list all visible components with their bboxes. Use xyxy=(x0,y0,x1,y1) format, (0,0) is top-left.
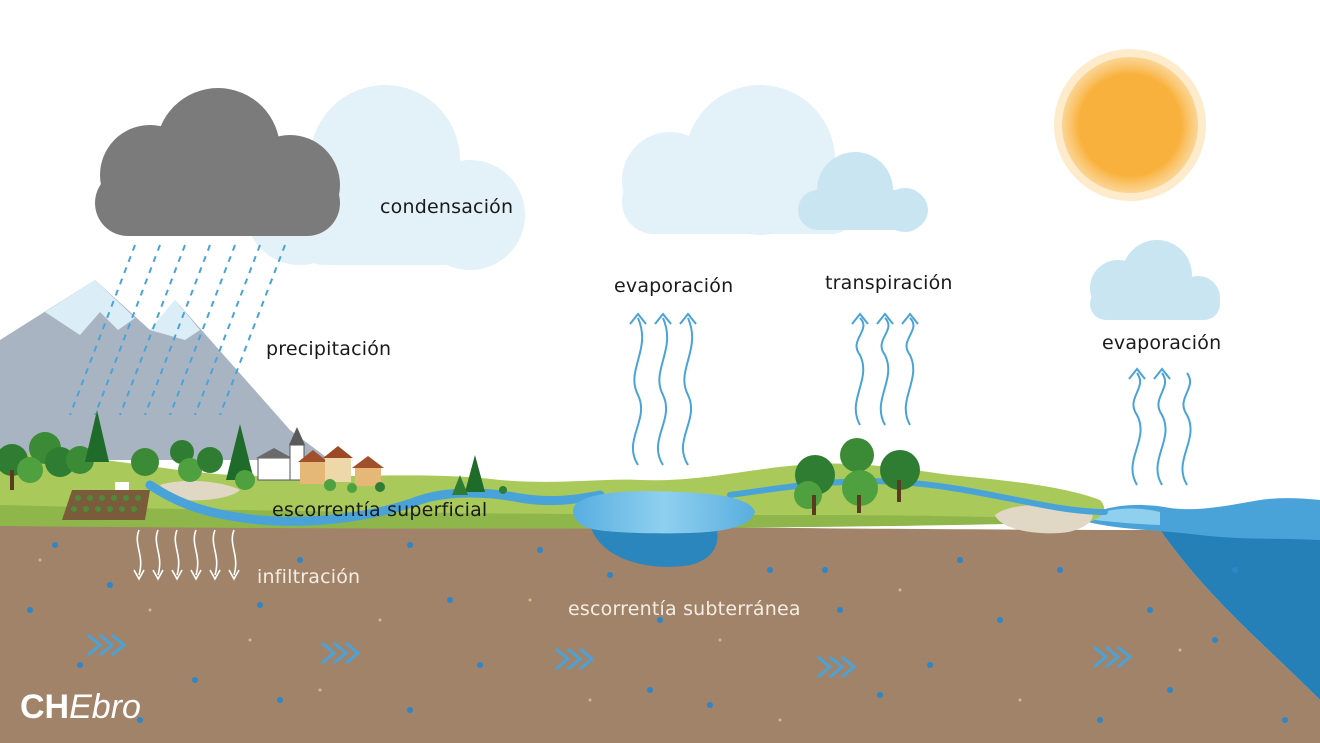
infiltration-label: infiltración xyxy=(257,566,361,588)
logo-part2: Ebro xyxy=(69,688,141,726)
lake xyxy=(573,491,755,534)
sea-surface xyxy=(1088,498,1320,540)
transpiration-arrows xyxy=(851,312,919,426)
evaporation-lake-label: evaporación xyxy=(614,275,734,297)
chebro-logo: CHEbro xyxy=(20,688,141,727)
soil-layer xyxy=(0,520,1320,743)
sea xyxy=(1095,500,1320,700)
precipitation-label: precipitación xyxy=(266,338,392,360)
trees-left xyxy=(0,410,255,490)
village xyxy=(256,427,385,493)
soil-particles xyxy=(27,542,1288,723)
condensation-label: condensación xyxy=(380,196,514,218)
barn xyxy=(257,457,291,481)
evaporation-sea-label: evaporación xyxy=(1102,332,1222,354)
rain-cloud xyxy=(95,88,340,236)
trees-right xyxy=(794,438,920,515)
surface-runoff-label: escorrentía superficial xyxy=(272,499,488,521)
river xyxy=(145,480,605,526)
groundwater-chevrons xyxy=(87,633,1133,679)
river-2 xyxy=(727,478,1108,515)
sea-highlight xyxy=(1095,508,1160,525)
logo-part1: CH xyxy=(20,688,70,726)
evaporation-arrows-lake xyxy=(629,312,697,466)
infiltration-arrows xyxy=(133,529,240,581)
transpiration-label: transpiración xyxy=(825,272,953,294)
crop-field xyxy=(62,482,150,520)
mountain-snow xyxy=(45,280,135,335)
sand-patch xyxy=(160,480,240,501)
evaporation-arrows-sea xyxy=(1128,367,1192,486)
sea-cloud xyxy=(1090,240,1220,320)
groundwater-flow-label: escorrentía subterránea xyxy=(568,598,801,620)
lake-bottom xyxy=(590,525,718,567)
sun xyxy=(1054,49,1206,201)
mountain-snow-2 xyxy=(150,300,200,340)
evaporation-cloud xyxy=(622,85,862,235)
pines-middle xyxy=(452,455,507,495)
small-blue-cloud xyxy=(798,152,928,232)
